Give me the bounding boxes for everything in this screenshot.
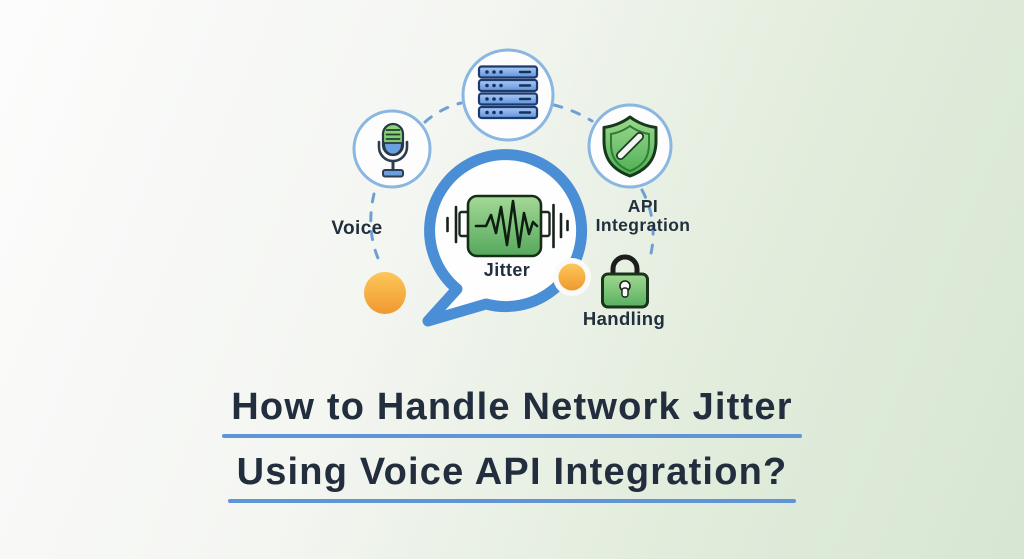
headline-line-2: Using Voice API Integration?	[227, 451, 797, 503]
headline-text-2: Using Voice API Integration?	[236, 451, 788, 493]
connector-dot	[558, 263, 586, 291]
dashed-connector-lines	[369, 101, 655, 267]
waveform-jitter-icon	[446, 194, 569, 258]
voice-label: Voice	[331, 218, 383, 239]
headline-underline-2	[227, 499, 797, 503]
shield-check-icon	[602, 115, 658, 178]
headline-text-1: How to Handle Network Jitter	[231, 386, 793, 428]
connector-dots	[364, 258, 591, 314]
connector-dot	[364, 272, 406, 314]
headline-line-1: How to Handle Network Jitter	[222, 386, 802, 438]
headline-underline-1	[222, 434, 802, 438]
server-stack-icon	[477, 65, 539, 120]
api-integration-label-line1: API	[627, 196, 659, 216]
padlock-icon	[601, 254, 649, 309]
api-integration-label-line2: Integration	[595, 215, 691, 235]
microphone-icon	[377, 122, 409, 178]
handling-label: Handling	[582, 308, 666, 329]
api-integration-label: API Integration	[596, 197, 691, 235]
jitter-label: Jitter	[483, 260, 531, 280]
headline: How to Handle Network Jitter Using Voice…	[0, 388, 1024, 503]
